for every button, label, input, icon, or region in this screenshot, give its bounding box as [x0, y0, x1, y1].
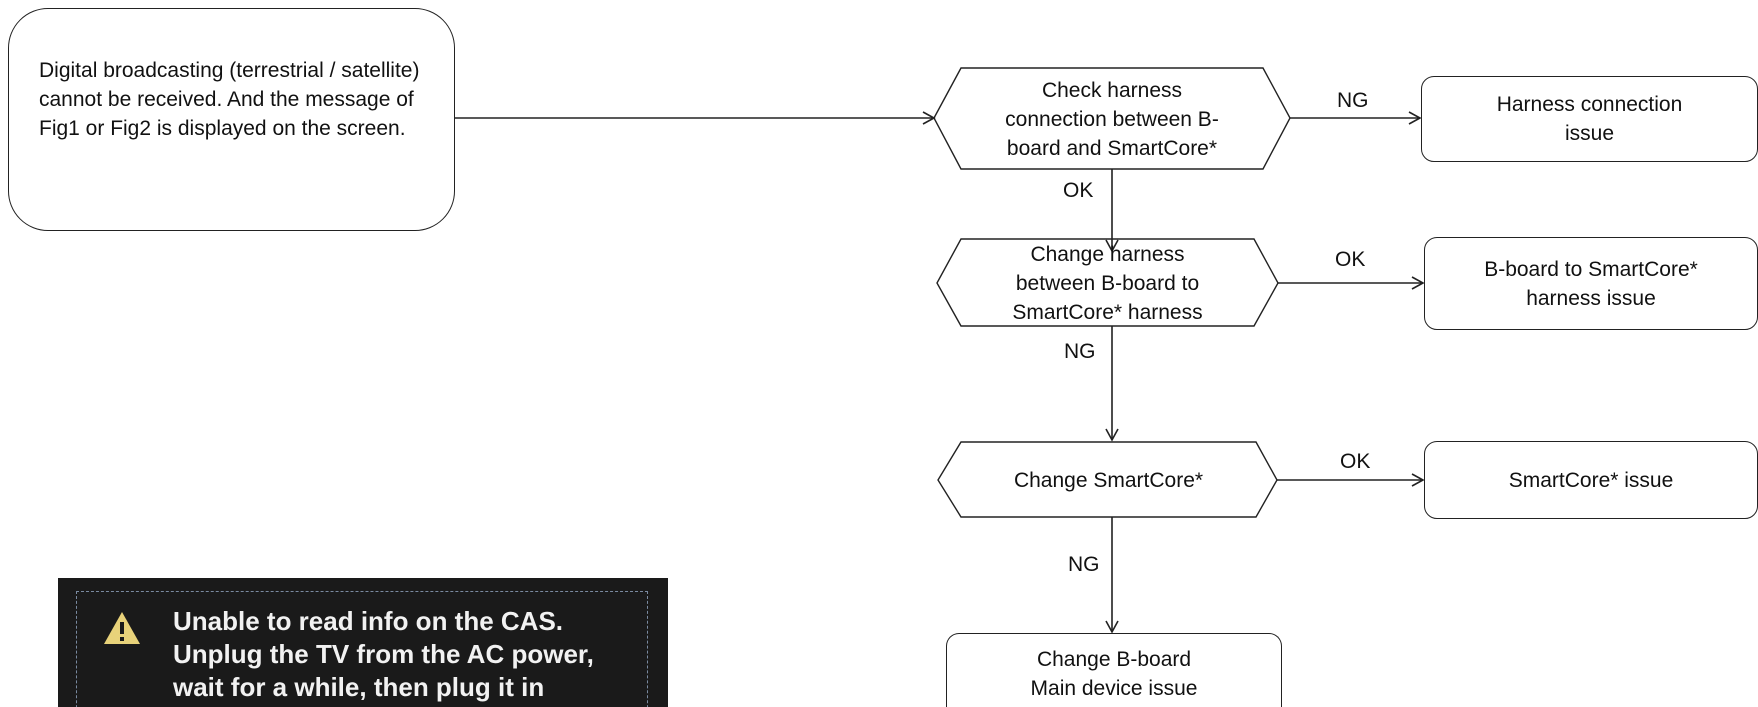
result-smartcore-text: SmartCore* issue: [1508, 468, 1674, 492]
result-change-bboard-text: Change B-board Main device issue: [1030, 647, 1198, 700]
result-bboard-harness: B-board to SmartCore* harness issue: [1424, 237, 1758, 330]
screen-message-text: Unable to read info on the CAS. Unplug t…: [173, 606, 594, 702]
label-ok-1: OK: [1063, 179, 1094, 202]
step-3-text: Change SmartCore*: [1013, 468, 1204, 492]
step-1-text: Check harness connection between B- boar…: [1005, 78, 1219, 160]
warning-icon: [104, 612, 140, 644]
step-2-text: Change harness between B-board to SmartC…: [1012, 242, 1203, 324]
tv-screen-message-photo: Unable to read info on the CAS. Unplug t…: [58, 578, 668, 707]
result-smartcore: SmartCore* issue: [1424, 441, 1758, 519]
label-ng-3: NG: [1068, 553, 1100, 576]
result-harness-connection: Harness connection issue: [1421, 76, 1758, 162]
label-ok-3: OK: [1340, 450, 1371, 473]
label-ng-2: NG: [1064, 340, 1096, 363]
result-change-bboard: Change B-board Main device issue: [946, 633, 1282, 707]
label-ok-2: OK: [1335, 248, 1366, 271]
result-bboard-harness-text: B-board to SmartCore* harness issue: [1484, 257, 1698, 310]
start-condition-text: Digital broadcasting (terrestrial / sate…: [39, 59, 420, 140]
start-condition-box: Digital broadcasting (terrestrial / sate…: [8, 8, 455, 231]
label-ng-1: NG: [1337, 89, 1369, 112]
result-harness-connection-text: Harness connection issue: [1496, 93, 1683, 145]
message-frame: [76, 591, 648, 707]
